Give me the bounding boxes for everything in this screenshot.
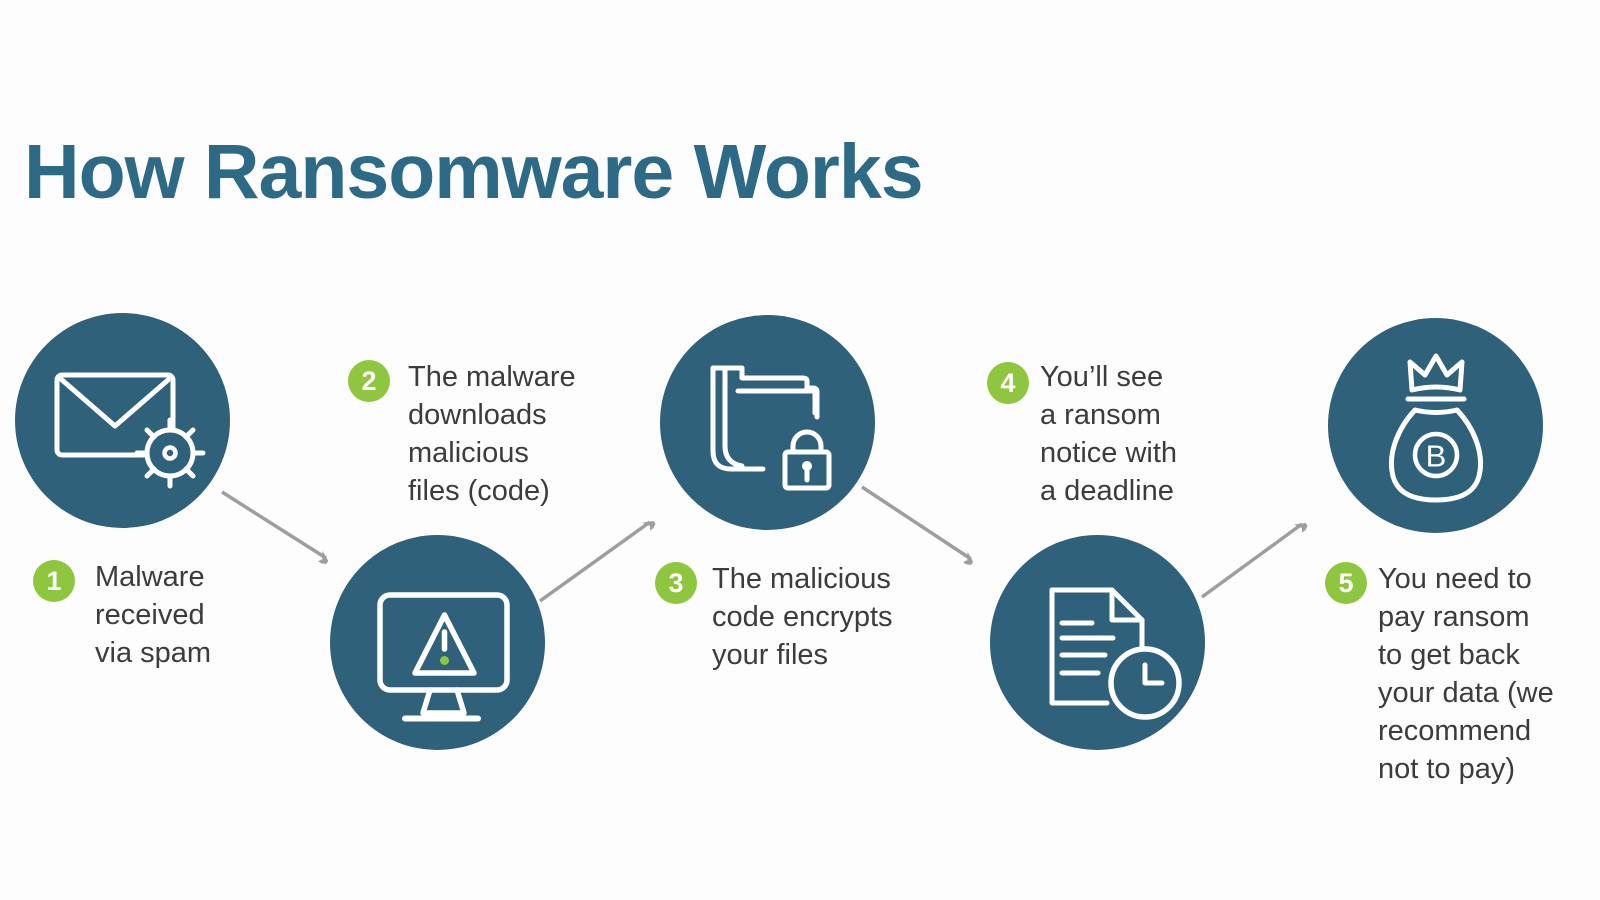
step-3-badge: 3 [655, 562, 697, 604]
envelope-virus-icon [54, 372, 206, 489]
monitor-warning-icon [377, 592, 510, 722]
step-1-text: Malware received via spam [95, 561, 212, 669]
money-bag-bitcoin-icon [1388, 353, 1484, 503]
step-2-badge: 2 [348, 360, 390, 402]
step-5-circle: B [1328, 318, 1543, 533]
step-3-circle [660, 315, 875, 530]
step-2-circle [330, 535, 545, 750]
step-5-text: You need to pay ransom to get back your … [1378, 563, 1554, 785]
step-4-badge: 4 [987, 362, 1029, 404]
bitcoin-letter: B [1426, 439, 1447, 474]
arrow-step2-step3 [538, 522, 650, 603]
step-1-badge: 1 [33, 560, 75, 602]
arrow-step1-step2 [221, 490, 326, 558]
document-clock-icon [1049, 587, 1182, 720]
page-title: How Ransomware Works [24, 129, 924, 215]
arrow-step4-step5 [1200, 524, 1302, 599]
warning-dot [440, 656, 449, 665]
step-2-text: The malware downloads malicious files (c… [408, 361, 576, 507]
step-4-circle [990, 535, 1205, 750]
folder-lock-icon [710, 365, 832, 491]
step-4-text: You’ll see a ransom notice with a deadli… [1040, 361, 1178, 507]
step-5-badge: 5 [1325, 562, 1367, 604]
step-1-circle [15, 313, 230, 528]
arrow-step3-step4 [861, 485, 971, 559]
step-3-text: The malicious code encrypts your files [712, 563, 893, 671]
